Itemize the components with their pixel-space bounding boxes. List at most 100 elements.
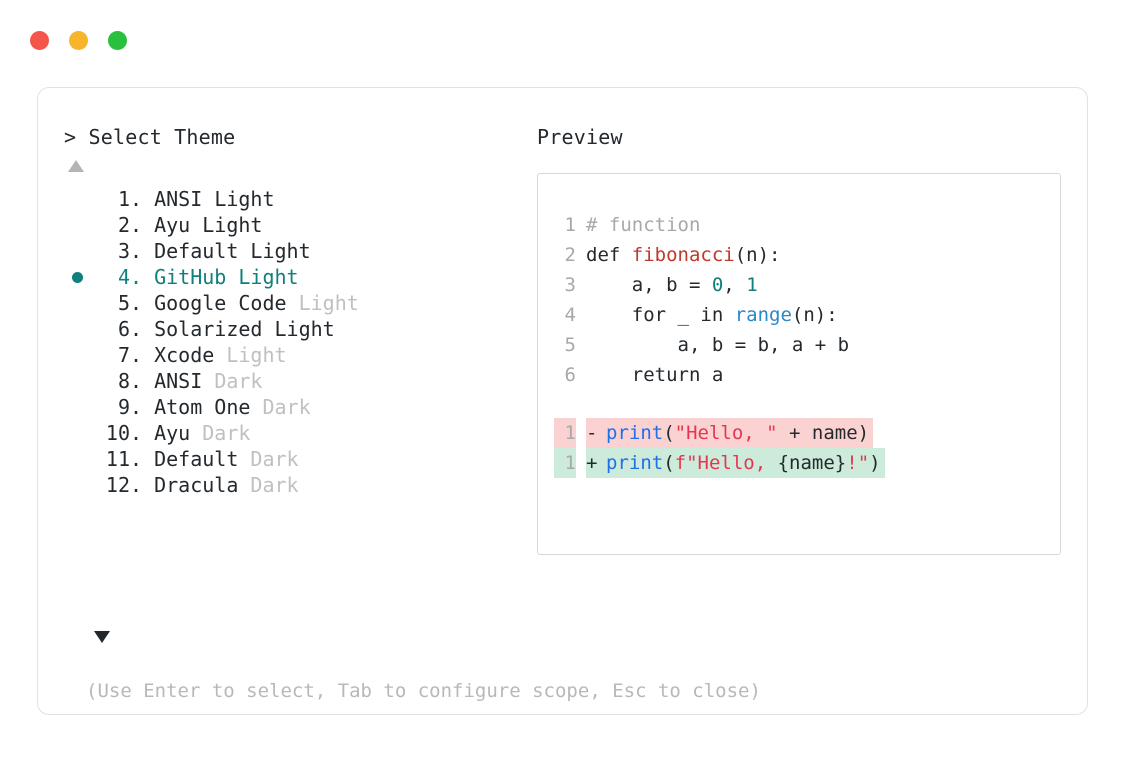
preview-title: Preview [537,125,623,149]
theme-item-name: GitHub [154,265,239,289]
theme-item-index: 1 [117,187,130,211]
diff-sample: 1-print("Hello, " + name)1 +print(f"Hello… [538,418,1060,478]
theme-item-index: 12 [105,473,130,497]
theme-item-name: Solarized [154,317,275,341]
theme-item-variant: Light [226,343,287,367]
theme-list-item[interactable]: 11. Default Dark [64,446,519,472]
theme-item-separator: . [130,265,155,289]
code-token: def [586,244,632,266]
code-token: return a [586,364,724,386]
code-token: ) [869,452,881,474]
page-title: > Select Theme [64,123,519,151]
theme-item-index: 8 [117,369,130,393]
theme-list-item[interactable]: 7. Xcode Light [64,342,519,368]
theme-item-separator: . [130,343,155,367]
theme-item-name: ANSI [154,187,215,211]
code-line: 4 for _ in range(n): [538,300,1060,330]
window-titlebar [30,31,127,50]
selection-bullet-cell [64,271,90,283]
theme-item-separator: . [130,239,155,263]
theme-item-variant: Light [274,317,335,341]
theme-list-item[interactable]: 9. Atom One Dark [64,394,519,420]
theme-item-variant: Light [202,213,263,237]
diff-line-add: 1 +print(f"Hello, {name}!") [538,448,1060,478]
keyboard-hint: (Use Enter to select, Tab to configure s… [86,680,761,702]
code-token: , [723,274,747,296]
code-line-text: for _ in range(n): [586,300,838,330]
theme-list-item[interactable]: 5. Google Code Light [64,290,519,316]
code-token: ( [663,452,675,474]
theme-item-variant: Light [250,239,311,263]
maximize-button[interactable] [108,31,127,50]
code-line-text: def fibonacci(n): [586,240,780,270]
theme-item-separator: . [130,447,155,471]
code-line-text: a, b = b, a + b [586,330,850,360]
theme-item-separator: . [130,317,155,341]
code-token: (n): [734,244,781,266]
code-token: "Hello, " [674,422,778,444]
theme-list-item[interactable]: 4. GitHub Light [64,264,519,290]
theme-item-name: Xcode [154,343,227,367]
code-line: 3 a, b = 0, 1 [538,270,1060,300]
code-token: a, b = b, a + b [586,334,850,356]
code-token: print [606,422,664,444]
theme-item-index: 5 [117,291,130,315]
code-token: {name} [777,452,847,474]
diff-line-number: 1 [554,448,576,478]
code-token: for _ in [586,304,735,326]
code-token: (n): [791,304,838,326]
theme-item-variant: Dark [250,473,299,497]
code-line-number: 6 [564,364,576,386]
theme-item-variant: Dark [250,447,299,471]
code-line: 6 return a [538,360,1060,390]
code-token: 1 [746,274,758,296]
diff-line-number: 1 [554,418,576,448]
code-line-number: 3 [564,274,576,296]
theme-item-separator: . [130,213,155,237]
theme-list-item[interactable]: 10. Ayu Dark [64,420,519,446]
theme-item-variant: Light [214,187,275,211]
code-token: + name) [777,422,870,444]
minimize-button[interactable] [69,31,88,50]
theme-item-variant: Dark [202,421,251,445]
code-token: 0 [711,274,724,296]
code-token: fibonacci [631,244,735,266]
theme-item-index: 10 [105,421,130,445]
theme-item-index: 4 [117,265,130,289]
code-line-number: 2 [564,244,576,266]
theme-item-name: Ayu [154,213,203,237]
theme-item-index: 2 [117,213,130,237]
scroll-down-icon[interactable] [94,631,110,643]
theme-item-name: Default [154,239,251,263]
theme-list-item[interactable]: 6. Solarized Light [64,316,519,342]
theme-item-index: 6 [117,317,130,341]
theme-item-separator: . [130,291,155,315]
code-line: 1# function [538,210,1060,240]
theme-item-index: 3 [117,239,130,263]
theme-item-index: 11 [105,447,130,471]
theme-item-separator: . [130,187,155,211]
diff-line-text: print(f"Hello, {name}!") [606,448,885,478]
code-line: 5 a, b = b, a + b [538,330,1060,360]
code-token: !" [846,452,870,474]
theme-list-item[interactable]: 3. Default Light [64,238,519,264]
theme-item-variant: Dark [262,395,311,419]
theme-list-item[interactable]: 1. ANSI Light [64,186,519,212]
theme-list-item[interactable]: 2. Ayu Light [64,212,519,238]
theme-item-name: ANSI [154,369,215,393]
theme-item-separator: . [130,369,155,393]
scroll-up-icon[interactable] [68,160,84,172]
theme-list-item[interactable]: 8. ANSI Dark [64,368,519,394]
theme-item-variant: Dark [214,369,263,393]
code-line-number: 4 [564,304,576,326]
diff-line-del: 1-print("Hello, " + name) [538,418,1060,448]
theme-item-name: Atom One [154,395,263,419]
theme-list-item[interactable]: 12. Dracula Dark [64,472,519,498]
close-button[interactable] [30,31,49,50]
code-token: ( [663,422,675,444]
selected-bullet-icon [71,271,83,283]
diff-sign: + [586,448,606,478]
